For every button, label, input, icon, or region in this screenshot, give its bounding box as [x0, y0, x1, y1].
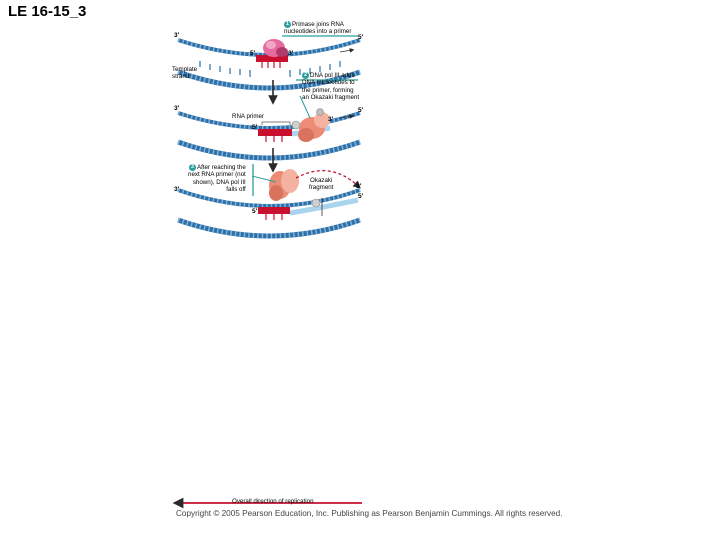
step-1-number: 1: [284, 21, 291, 28]
step-3-text: After reaching the next RNA primer (not …: [188, 164, 246, 193]
end-label-p3-right-upper: 3′: [356, 183, 361, 190]
step-2-number: 2: [302, 72, 309, 79]
end-label-p2-primer-left: 5′: [252, 124, 257, 131]
dna-polymerase-iii-icon: [298, 112, 330, 142]
step-3-number: 3: [189, 164, 196, 171]
step-1-text: Primase joins RNA nucleotides into a pri…: [284, 21, 351, 35]
rna-primer-label: RNA primer: [232, 113, 264, 120]
rna-primer-2: [258, 129, 292, 136]
step-2-text: DNA pol III adds DNA nucleotides to the …: [302, 72, 359, 101]
end-label-p1-primer-right: 3′: [288, 50, 293, 57]
rna-primer-3: [258, 207, 290, 214]
end-label-p1-primer-left: 5′: [250, 50, 255, 57]
end-label-p2-top-right: 5′: [358, 107, 363, 114]
dna-polymerase-iii-released-icon: [269, 169, 299, 201]
overall-direction-label: Overall direction of replication: [232, 498, 314, 505]
end-label-p3-primer-left: 5′: [252, 208, 257, 215]
end-label-p1-top-left: 3′: [174, 32, 179, 39]
end-label-p1-top-right: 5′: [358, 34, 363, 41]
end-label-p3-top-left: 3′: [174, 186, 179, 193]
okazaki-fragment-label: Okazaki fragment: [309, 177, 333, 192]
end-label-p2-top-left: 3′: [174, 105, 179, 112]
template-strand-label: Template strand: [172, 66, 197, 81]
end-label-p3-right-lower: 5′: [358, 193, 363, 200]
copyright-notice: Copyright © 2005 Pearson Education, Inc.…: [176, 509, 563, 518]
end-label-p2-fragment-right: 3′: [328, 116, 333, 123]
primase-enzyme-icon: [263, 39, 288, 57]
